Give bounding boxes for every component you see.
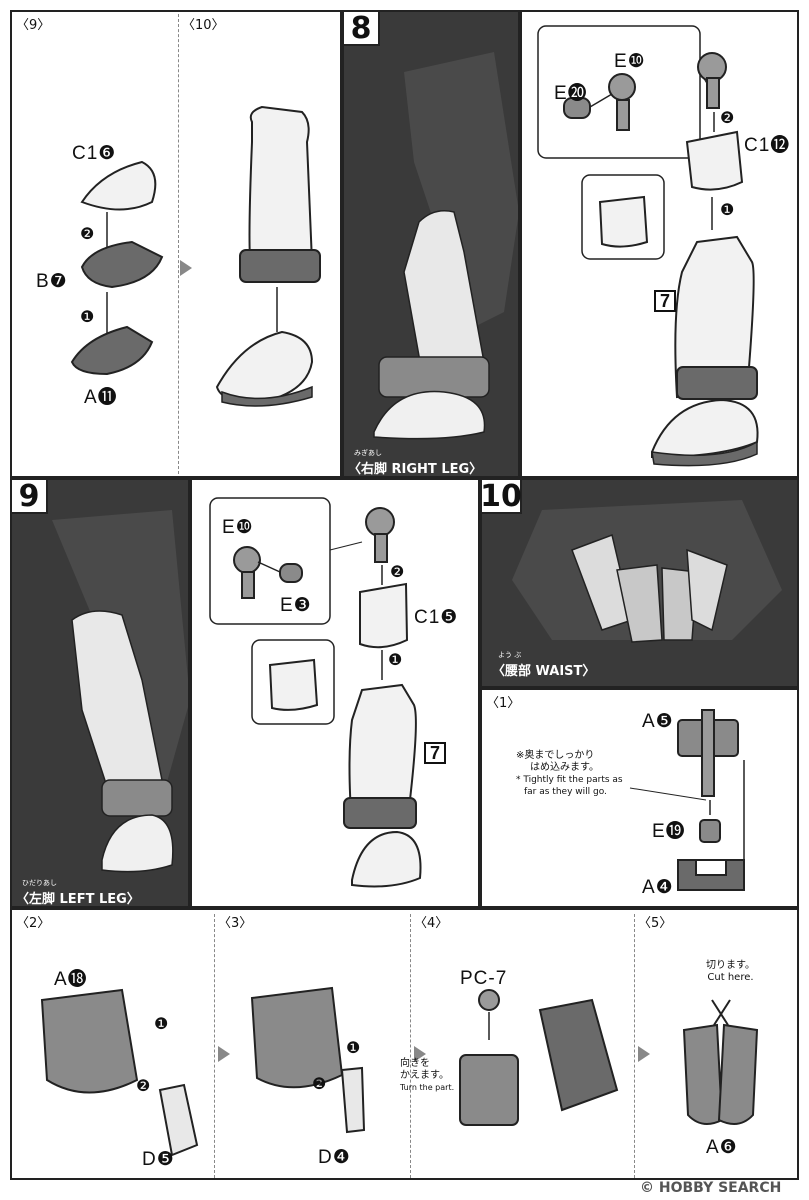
part-a-5: A❺	[642, 711, 674, 732]
next-step-arrow	[414, 1046, 426, 1062]
fit-note-en-1: * Tightly fit the parts as	[516, 775, 623, 785]
divider	[214, 914, 215, 1178]
turn-note-jp-1: 向きを	[400, 1058, 430, 1069]
panel-step-9-diagram: E❿ E❸ ❷ C1❺ ❶ 7	[190, 478, 480, 908]
right-leg-label: 〈右脚 RIGHT LEG〉	[348, 462, 483, 477]
fit-note: ※奥までしっかり はめ込みます。 * Tightly fit the parts…	[516, 750, 623, 798]
divider	[178, 14, 179, 474]
left-leg-caption: ひだりあし 〈左脚 LEFT LEG〉	[16, 878, 140, 907]
left-leg-photo	[52, 510, 188, 873]
substep-1-label: 〈1〉	[486, 696, 521, 711]
part-a-6: A❻	[706, 1137, 738, 1158]
waist-photo	[512, 500, 782, 643]
panel-step-9-photo: 9 ひだりあし 〈左脚 LEFT LEG〉	[10, 478, 190, 908]
panel-step-8-photo: 8 みぎあし 〈右脚 RIGHT LEG〉	[342, 10, 520, 478]
right-leg-ruby: みぎあし	[354, 449, 382, 457]
order-mark-1: ❶	[346, 1040, 362, 1057]
panel-substep-1: 〈1〉 A❺ E⓳ A❹ ※奥までしっかり はめ込みます。 * Tightly …	[480, 688, 799, 908]
fit-note-jp-2: はめ込みます。	[530, 762, 599, 773]
step-9-diagram	[209, 497, 422, 888]
part-a-11: A⓫	[84, 387, 118, 408]
ref-step-7-box: 7	[424, 742, 446, 764]
panel-step-10-photo: 10 よう ぶ 〈腰部 WAIST〉	[480, 478, 799, 688]
waist-caption: よう ぶ 〈腰部 WAIST〉	[492, 650, 595, 679]
substep-9-label: 〈9〉	[16, 18, 51, 33]
part-a-18: A⓲	[54, 969, 88, 990]
turn-note-jp-2: かえます。	[400, 1070, 449, 1081]
substep-3-label: 〈3〉	[218, 916, 253, 931]
watermark: © HOBBY SEARCH	[640, 1180, 782, 1196]
fit-note-jp-1: ※奥までしっかり	[516, 750, 595, 761]
step-8-diagram	[537, 25, 759, 467]
next-step-arrow	[180, 260, 192, 276]
panel-substeps-9-10: 〈9〉 〈10〉 C1❻ ❷ B❼ ❶ A⓫	[10, 10, 342, 478]
turn-note: 向きを かえます。 Turn the part.	[400, 1058, 454, 1094]
panel-step-8-diagram: E❿ E⓴ ❷ C1⓬ ❶ 7	[520, 10, 799, 478]
part-e-10-b: E❿	[222, 517, 254, 538]
part-e-3: E❸	[280, 595, 312, 616]
part-e-10-a: E❿	[614, 51, 646, 72]
step-9-number: 9	[12, 480, 48, 514]
order-mark-1: ❶	[80, 309, 96, 326]
right-leg-caption: みぎあし 〈右脚 RIGHT LEG〉	[348, 448, 483, 477]
ref-step-7-box: 7	[654, 290, 676, 312]
order-mark-2: ❷	[136, 1078, 152, 1095]
order-mark-1: ❶	[154, 1016, 170, 1033]
next-step-arrow	[638, 1046, 650, 1062]
substep-1-diagram	[629, 709, 745, 891]
substep-5-label: 〈5〉	[638, 916, 673, 931]
divider	[634, 914, 635, 1178]
part-c1-5: C1❺	[414, 607, 459, 628]
substep-4-label: 〈4〉	[414, 916, 449, 931]
part-d-4: D❹	[318, 1147, 351, 1168]
waist-label: 〈腰部 WAIST〉	[492, 664, 596, 679]
cut-note-en: Cut here.	[707, 972, 754, 983]
next-step-arrow	[218, 1046, 230, 1062]
right-leg-photo	[373, 52, 518, 440]
order-mark-2: ❷	[720, 110, 736, 127]
part-c1-6: C1❻	[72, 143, 117, 164]
part-d-5: D❺	[142, 1149, 175, 1170]
part-pc-7: PC-7	[460, 968, 508, 989]
order-mark-2: ❷	[80, 226, 96, 243]
cut-note-jp: 切ります。	[706, 960, 755, 971]
order-mark-2: ❷	[390, 564, 406, 581]
substep-10-label: 〈10〉	[182, 18, 225, 33]
turn-note-en: Turn the part.	[400, 1083, 455, 1092]
step-8-number: 8	[344, 12, 380, 46]
part-e-19: E⓳	[652, 821, 686, 842]
fit-note-en-2: far as they will go.	[524, 787, 607, 797]
substep-2-label: 〈2〉	[16, 916, 51, 931]
order-mark-2: ❷	[312, 1076, 328, 1093]
left-leg-label: 〈左脚 LEFT LEG〉	[16, 892, 140, 907]
part-b-7: B❼	[36, 271, 68, 292]
order-mark-1: ❶	[720, 202, 736, 219]
divider	[410, 914, 411, 1178]
part-c1-12: C1⓬	[744, 135, 791, 156]
panel-substeps-2-5: 〈2〉 〈3〉 〈4〉 〈5〉 A⓲ ❶ ❷ D❺ ❶ ❷ D❹ PC-7 向き…	[10, 908, 799, 1180]
waist-ruby: よう ぶ	[498, 651, 522, 659]
bottom-row-diagram	[40, 986, 759, 1157]
cut-note: 切ります。 Cut here.	[706, 960, 755, 984]
step-10-number: 10	[480, 478, 522, 514]
order-mark-1: ❶	[388, 652, 404, 669]
left-leg-ruby: ひだりあし	[22, 879, 57, 887]
part-e-20: E⓴	[554, 83, 588, 104]
foot-assembly-illustration	[70, 105, 321, 407]
part-a-4: A❹	[642, 877, 674, 898]
